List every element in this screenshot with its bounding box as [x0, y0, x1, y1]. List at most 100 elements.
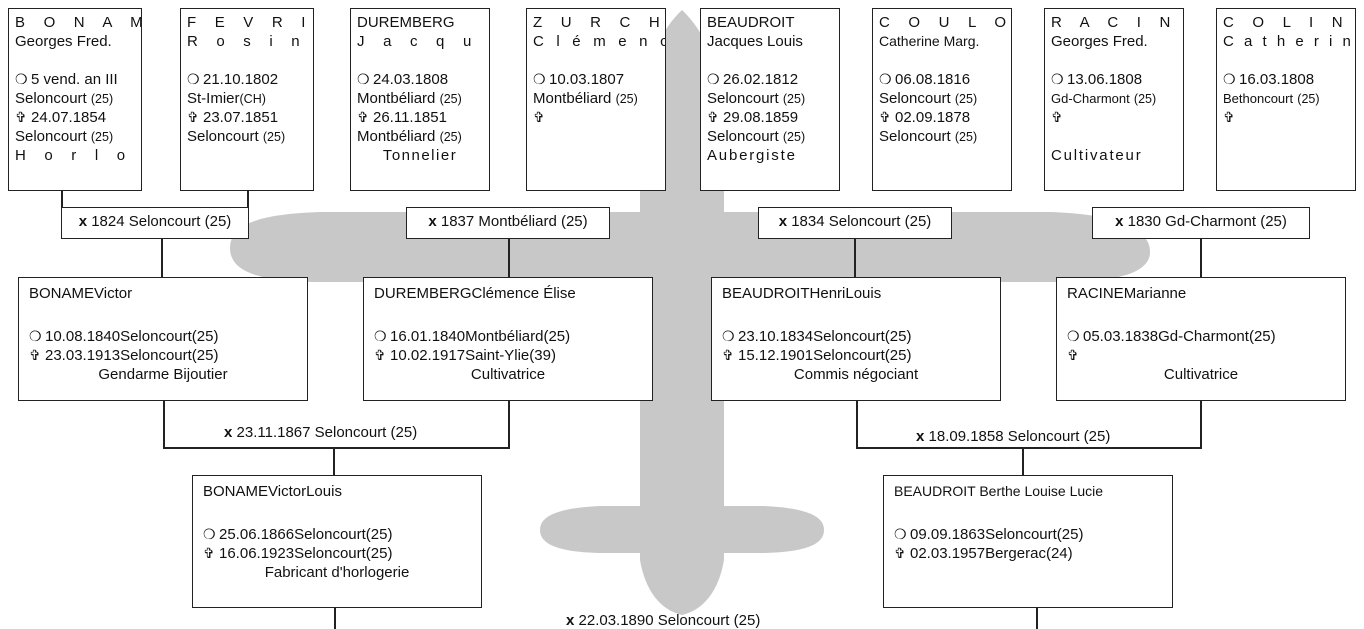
death-dept: (25)	[884, 347, 912, 364]
given-name: Clémence Élise	[471, 285, 576, 302]
marriage-x: x	[566, 612, 575, 629]
ancestor-box: R A C I N E Georges Fred. ❍13.06.1808 Gd…	[1044, 8, 1184, 191]
birth-date: 23.10.1834	[738, 328, 814, 345]
birth-place: Seloncourt	[294, 526, 366, 543]
given-name: Henri	[809, 285, 846, 302]
birth-dept: (25)	[90, 92, 114, 106]
death-place: Seloncourt	[187, 128, 259, 145]
death-icon: ✞	[1067, 347, 1079, 363]
marriage-label: x 18.09.1858 Seloncourt (25)	[916, 428, 1110, 445]
occupation: Fabricant d'horlogerie	[264, 564, 410, 581]
birth-icon: ❍	[203, 526, 216, 542]
surname: BEAUDROIT	[722, 285, 810, 302]
ancestor-box: Z U R C H E R C l é m e n c e ❍10.03.180…	[526, 8, 666, 191]
birth-icon: ❍	[374, 328, 387, 344]
death-icon: ✞	[1051, 109, 1063, 125]
marriage-text: 1834 Seloncourt (25)	[791, 213, 932, 230]
birth-place: Seloncourt	[879, 90, 951, 107]
occupation: Cultivatrice	[1163, 366, 1239, 383]
given-name: C l é m e n c e	[533, 33, 665, 50]
marriage-text: 1837 Montbéliard (25)	[440, 213, 588, 230]
birth-date: 05.03.1838	[1083, 328, 1159, 345]
death-icon: ✞	[879, 109, 891, 125]
parent-box: BONAMEVictor ❍10.08.1840Seloncourt(25) ✞…	[18, 277, 308, 401]
death-date: 24.07.1854	[31, 109, 107, 126]
ancestor-box: BEAUDROIT Jacques Louis ❍26.02.1812 Selo…	[700, 8, 840, 191]
birth-date: 24.03.1808	[373, 71, 449, 88]
occupation: Gendarme Bijoutier	[98, 366, 228, 383]
child-box: BONAMEVictorLouis ❍25.06.1866Seloncourt(…	[192, 475, 482, 608]
death-dept: (25)	[191, 347, 219, 364]
marriage-text: 22.03.1890 Seloncourt (25)	[578, 612, 761, 629]
birth-place: Gd-Charmont	[1051, 91, 1130, 106]
ancestor-box: C O U L O N Catherine Marg. ❍06.08.1816 …	[872, 8, 1012, 191]
given-name: Marianne	[1123, 285, 1187, 302]
death-date: 26.11.1851	[373, 109, 447, 126]
marriage-label: x 1837 Montbéliard (25)	[406, 207, 610, 239]
birth-place: Montbéliard	[357, 90, 436, 107]
given-name: J a c q u e s	[357, 33, 489, 50]
surname: BEAUDROIT	[707, 14, 795, 31]
birth-dept: (25)	[615, 92, 638, 106]
death-date: 02.09.1878	[895, 109, 971, 126]
birth-place: Seloncourt	[985, 526, 1057, 543]
marriage-label: x 22.03.1890 Seloncourt (25)	[566, 612, 760, 629]
occupation: Cultivateur	[1051, 147, 1143, 164]
birth-dept: (25)	[1056, 526, 1084, 543]
birth-dept: (25)	[1297, 92, 1320, 106]
marriage-x: x	[778, 213, 788, 230]
death-icon: ✞	[29, 347, 41, 363]
occupation: Tonnelier	[382, 147, 458, 164]
death-icon: ✞	[1223, 109, 1235, 125]
given-name: Victor	[268, 483, 307, 500]
marriage-x: x	[224, 424, 233, 441]
death-icon: ✞	[894, 545, 906, 561]
birth-icon: ❍	[894, 526, 907, 542]
death-place: Montbéliard	[357, 128, 436, 145]
birth-dept: (25)	[439, 92, 462, 106]
death-dept: (25)	[262, 130, 286, 144]
given-name: Georges Fred.	[15, 33, 112, 50]
given-name: R o s i n e	[187, 33, 313, 50]
marriage-x: x	[428, 213, 437, 230]
birth-icon: ❍	[187, 71, 200, 87]
death-date: 29.08.1859	[723, 109, 799, 126]
death-dept: (39)	[529, 347, 556, 364]
birth-icon: ❍	[357, 71, 370, 87]
birth-dept: (25)	[191, 328, 219, 345]
given-name: Victor	[94, 285, 133, 302]
occupation: Cultivatrice	[470, 366, 546, 383]
surname: BONAME	[29, 285, 95, 302]
marriage-text: 1830 Gd-Charmont (25)	[1127, 213, 1287, 230]
surname: B O N A M E	[15, 14, 141, 31]
death-place: Seloncourt	[879, 128, 951, 145]
parent-box: RACINEMarianne ❍05.03.1838Gd-Charmont(25…	[1056, 277, 1346, 401]
marriage-text: 18.09.1858 Seloncourt (25)	[928, 428, 1111, 445]
ancestor-box: F E V R I E R R o s i n e ❍21.10.1802 St…	[180, 8, 314, 191]
marriage-label: x 23.11.1867 Seloncourt (25)	[224, 424, 417, 441]
surname: Z U R C H E R	[533, 14, 666, 31]
birth-place: Seloncourt	[813, 328, 885, 345]
birth-icon: ❍	[879, 71, 892, 87]
birth-date: 25.06.1866	[219, 526, 295, 543]
death-place: Seloncourt	[813, 347, 885, 364]
death-place: Seloncourt	[294, 545, 366, 562]
surname: DUREMBERG	[374, 285, 472, 302]
death-icon: ✞	[187, 109, 199, 125]
given-name-2: Louis	[306, 483, 342, 500]
marriage-text: 23.11.1867 Seloncourt (25)	[236, 424, 418, 441]
surname: DUREMBERG	[357, 14, 455, 31]
death-place: Seloncourt	[15, 128, 87, 145]
death-icon: ✞	[533, 109, 545, 125]
death-date: 15.12.1901	[738, 347, 814, 364]
birth-icon: ❍	[1223, 71, 1236, 87]
birth-date: 16.01.1840	[390, 328, 466, 345]
marriage-x: x	[78, 213, 88, 230]
death-icon: ✞	[374, 347, 386, 363]
occupation: H o r l o g e r	[15, 147, 141, 164]
birth-date: 09.09.1863	[910, 526, 986, 543]
birth-date: 21.10.1802	[203, 71, 279, 88]
birth-date: 06.08.1816	[895, 71, 971, 88]
death-icon: ✞	[722, 347, 734, 363]
birth-icon: ❍	[722, 328, 735, 344]
